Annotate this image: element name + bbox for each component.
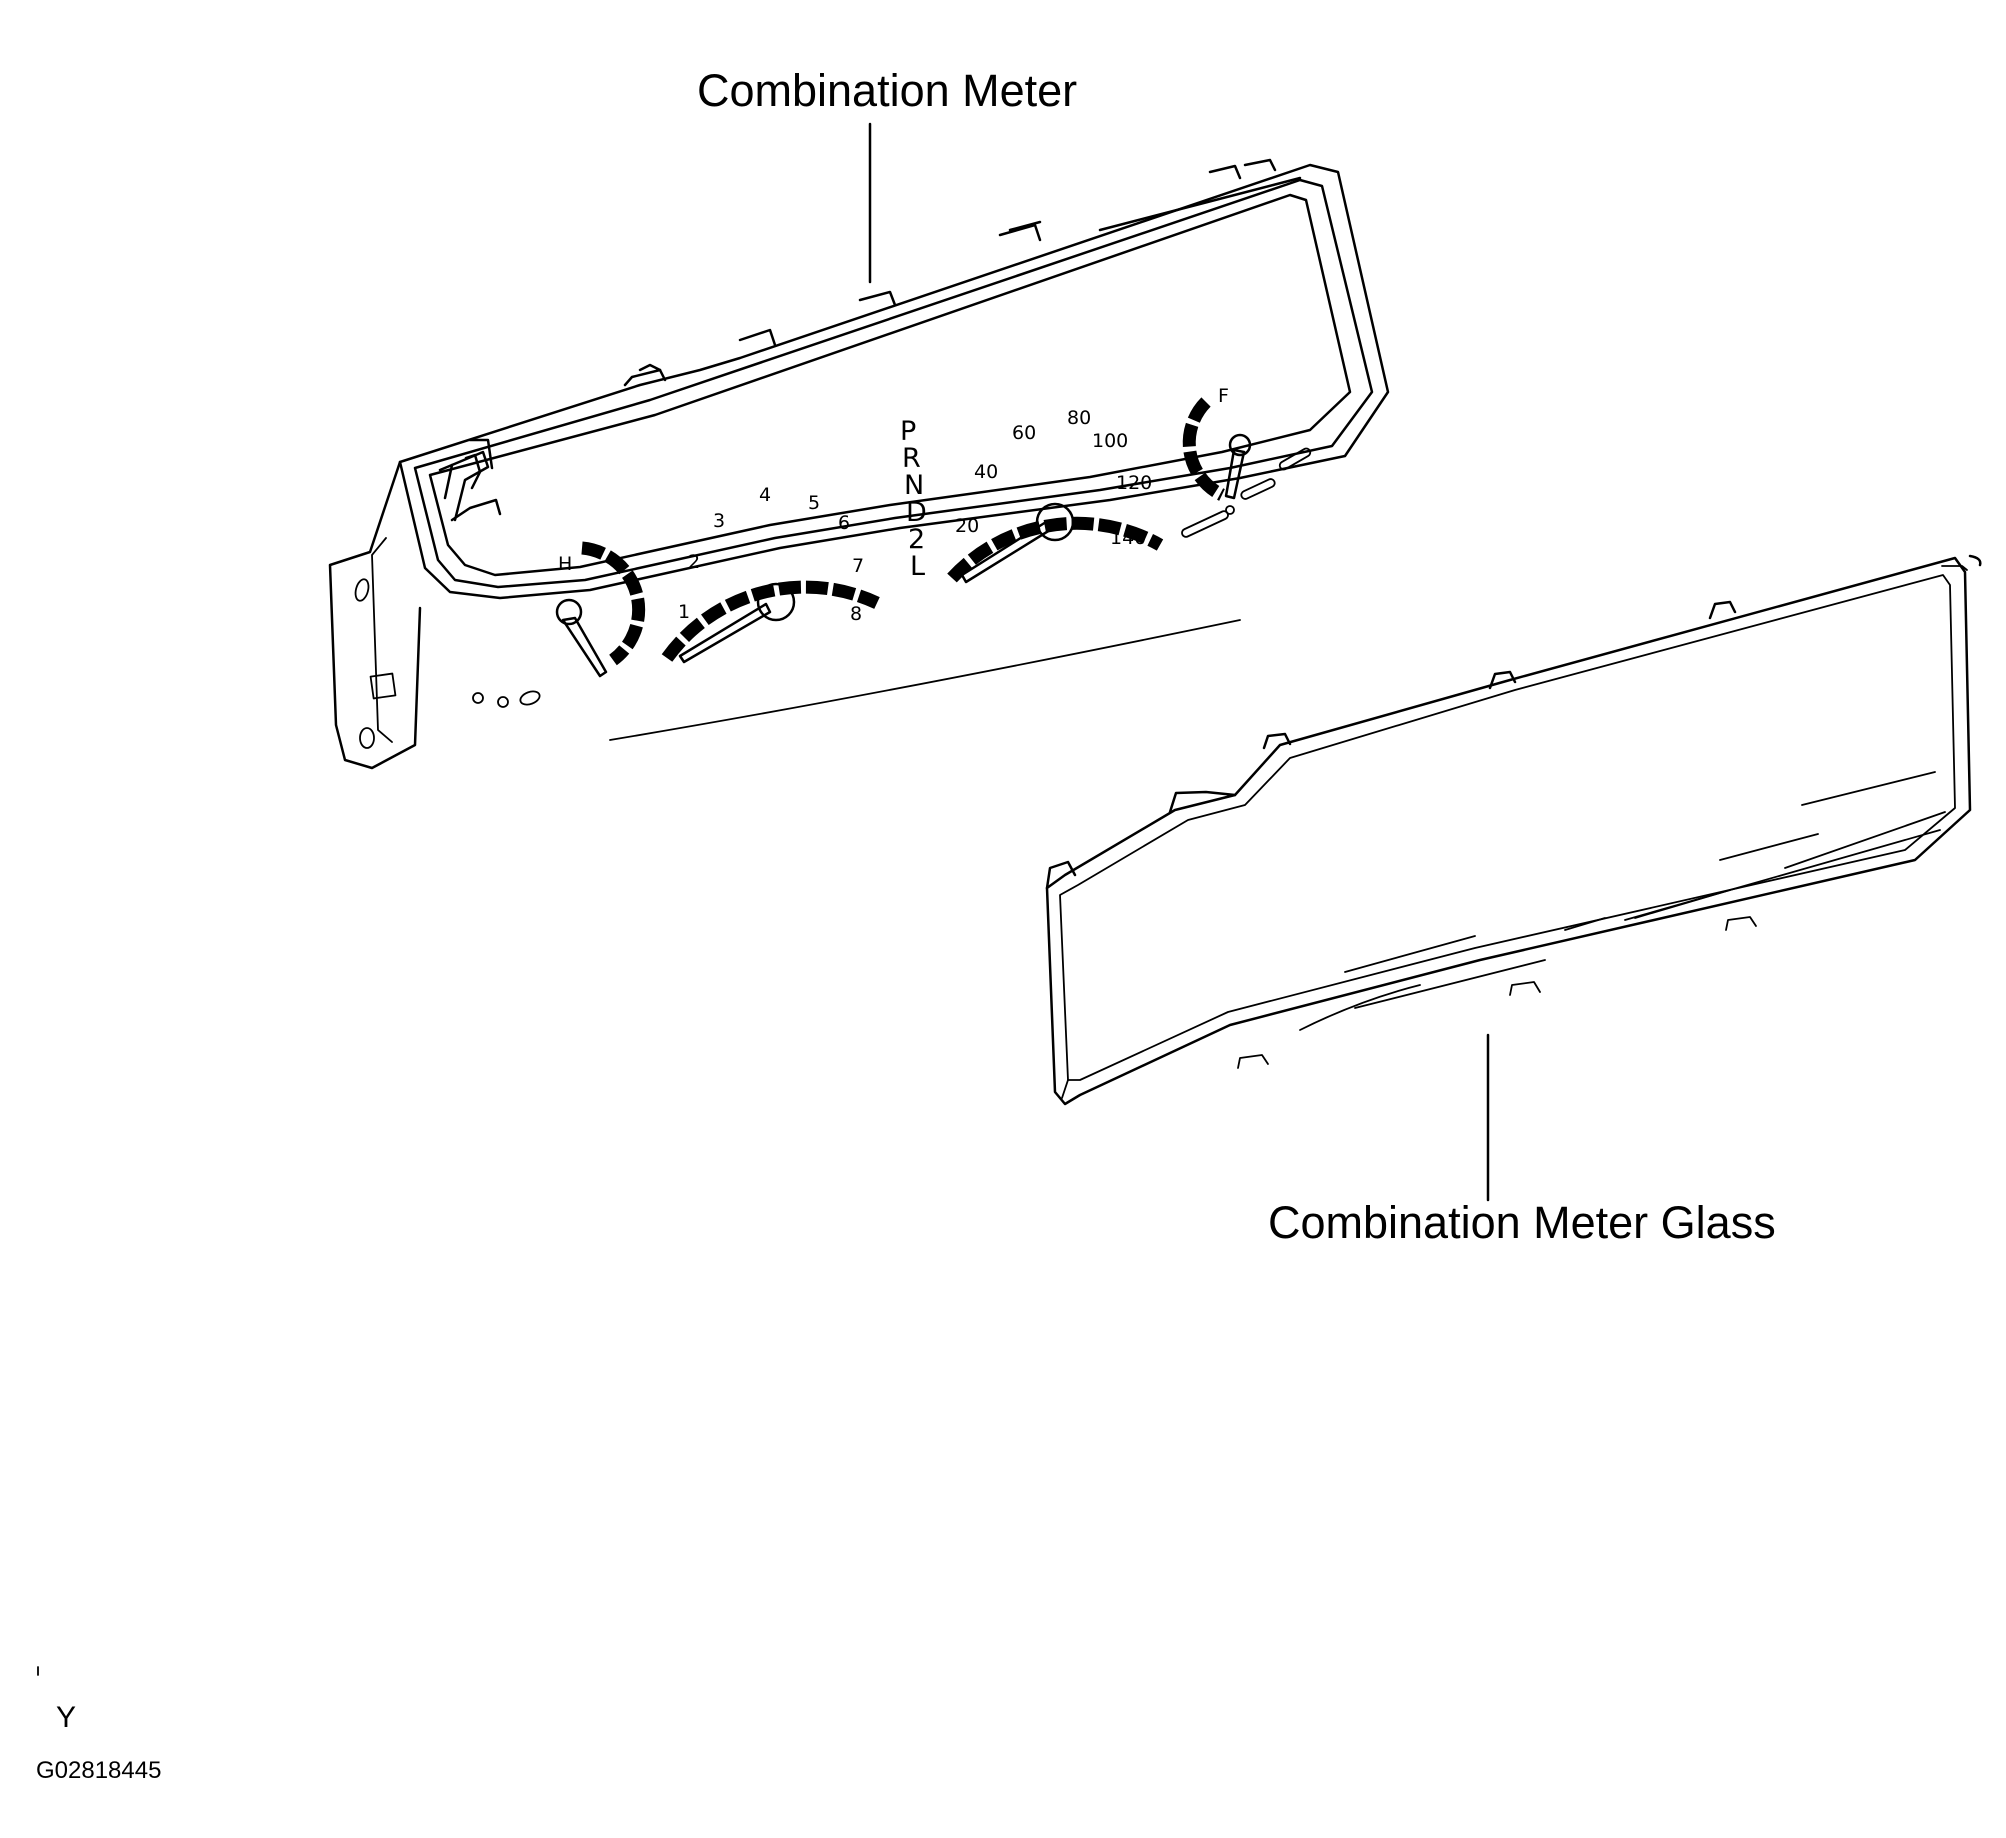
fuel-scale <box>1182 397 1226 501</box>
tachometer-hub <box>756 582 796 622</box>
temperature-hub <box>555 598 583 626</box>
gear-r: R <box>902 443 921 474</box>
figure-code: G02818445 <box>36 1757 161 1784</box>
combination-meter-glass-label: Combination Meter Glass <box>1268 1197 1776 1248</box>
callout-combination-meter: Combination Meter <box>697 65 1077 284</box>
speed-tick-140: 140 <box>1110 527 1146 549</box>
tach-tick-7: 7 <box>852 555 864 577</box>
speed-tick-40: 40 <box>974 461 998 483</box>
gear-p: P <box>900 416 916 447</box>
gear-2: 2 <box>908 524 925 555</box>
speedometer-scale <box>947 516 1164 583</box>
temperature-scale <box>581 541 646 666</box>
tach-tick-1: 1 <box>678 601 690 623</box>
tachometer-needle <box>678 602 772 664</box>
speed-tick-120: 120 <box>1116 472 1152 494</box>
speed-tick-100: 100 <box>1092 430 1128 452</box>
gear-d: D <box>906 497 927 528</box>
speed-tick-60: 60 <box>1012 422 1036 444</box>
tach-tick-4: 4 <box>759 484 771 506</box>
speed-tick-20: 20 <box>955 515 979 537</box>
fuel-f-mark: F <box>1218 385 1229 407</box>
gear-n: N <box>904 470 924 501</box>
speed-tick-80: 80 <box>1067 407 1091 429</box>
temperature-h-mark: H <box>558 553 572 575</box>
gear-l: L <box>910 551 925 582</box>
speedometer-needle <box>960 520 1052 584</box>
tach-tick-2: 2 <box>688 551 700 573</box>
temperature-needle <box>561 616 608 678</box>
tach-tick-5: 5 <box>808 492 820 514</box>
fuel-hub <box>1228 433 1252 457</box>
combination-meter: H 1 2 3 4 5 6 7 8 P R N D 2 L 20 40 60 8… <box>328 158 1390 770</box>
callout-combination-meter-glass: Combination Meter Glass <box>1268 1033 1776 1248</box>
fuel-needle <box>1224 448 1246 500</box>
tach-tick-3: 3 <box>713 510 725 532</box>
orientation-mark: Y <box>56 1701 76 1734</box>
tach-tick-8: 8 <box>850 603 862 625</box>
combination-meter-label: Combination Meter <box>697 65 1077 116</box>
tach-tick-6: 6 <box>838 512 850 534</box>
speedometer-hub <box>1035 502 1075 542</box>
combination-meter-glass <box>1045 554 1982 1106</box>
tachometer-scale <box>661 580 880 662</box>
